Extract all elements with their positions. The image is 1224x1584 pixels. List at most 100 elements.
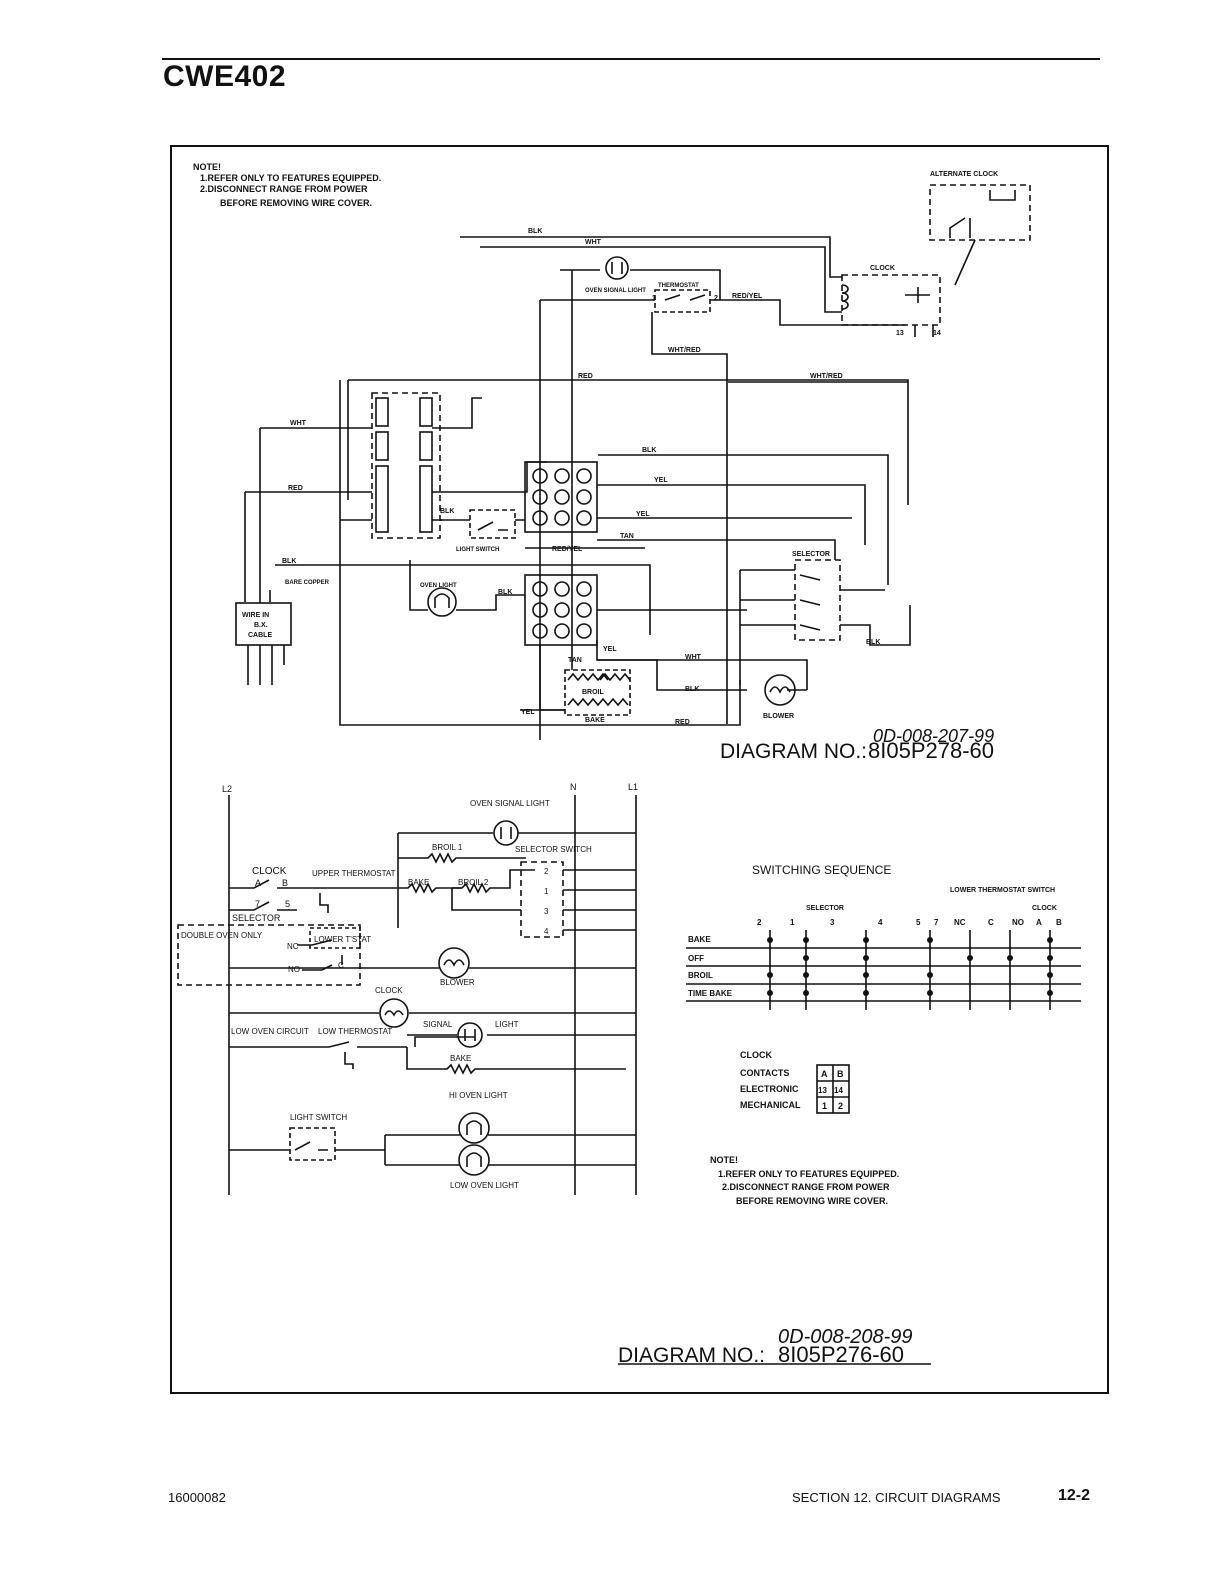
signal-light-schematic-icon — [457, 1022, 483, 1048]
note-bottom-line2: 2.DISCONNECT RANGE FROM POWER — [722, 1182, 890, 1192]
alternate-clock-pointer — [954, 239, 976, 286]
label-signal: SIGNAL — [423, 1020, 453, 1029]
double-oven-only-box — [177, 924, 361, 986]
wire-lower-blk — [596, 640, 807, 691]
model-title: CWE402 — [163, 60, 287, 93]
label-oven-signal-light: OVEN SIGNAL LIGHT — [585, 288, 646, 294]
wire-blk-mid — [275, 564, 651, 635]
label-yel-bottom: YEL — [521, 709, 535, 716]
wire-signal-light — [560, 269, 721, 300]
seq-row-time-bake: TIME BAKE — [688, 989, 733, 998]
selector-wires-left — [740, 569, 795, 626]
clock-box — [841, 274, 941, 326]
clock-contacts-contacts: CONTACTS — [740, 1068, 789, 1078]
seq-row-bake: BAKE — [688, 935, 711, 944]
label-n: N — [570, 782, 577, 792]
seq-col: 7 — [934, 918, 939, 927]
wire-wht-top — [480, 246, 842, 313]
diagram2-code: 0D-008-208-99 — [778, 1326, 913, 1348]
sequence-lower-thermostat-header: LOWER THERMOSTAT SWITCH — [950, 887, 1055, 894]
bake-element-schematic — [398, 882, 461, 894]
diagram2-label: DIAGRAM NO.: — [618, 1344, 765, 1367]
seq-col: NO — [1012, 918, 1024, 927]
signal-light-schematic-filament — [464, 1029, 476, 1041]
note-top-line3: BEFORE REMOVING WIRE COVER. — [220, 198, 372, 208]
rung-bake-low — [406, 1047, 626, 1075]
seq-col: 4 — [878, 918, 883, 927]
label-oven-signal-light-schematic: OVEN SIGNAL LIGHT — [470, 799, 550, 808]
bx-cable-box — [235, 602, 292, 646]
light-switch-contact-icon — [477, 521, 508, 531]
label-upper-thermostat: UPPER THERMOSTAT — [312, 869, 396, 878]
label-selector: SELECTOR — [792, 551, 830, 558]
wire-tan — [597, 539, 836, 560]
oven-light-filament — [434, 593, 450, 608]
seq-row-broil: BROIL — [688, 971, 713, 980]
label-low-oven-light: LOW OVEN LIGHT — [450, 1181, 519, 1190]
label-light-switch: LIGHT SWITCH — [456, 547, 499, 553]
label-a: A — [255, 878, 261, 888]
label-no: NO — [288, 965, 300, 974]
rung-low-thermostat — [229, 1036, 475, 1048]
label-selector-schematic: SELECTOR — [232, 913, 281, 923]
wire-lower-wht — [597, 659, 808, 690]
lower-switch-block — [524, 574, 598, 646]
label-blower: BLOWER — [763, 713, 794, 720]
note-top-heading: NOTE! — [193, 162, 221, 172]
hi-oven-light-filament — [466, 1120, 482, 1135]
label-wht-top: WHT — [585, 239, 602, 246]
blower-schematic-coil — [443, 959, 465, 967]
low-oven-light-icon — [458, 1144, 490, 1176]
label-term-14: 14 — [933, 330, 941, 337]
seq-col: 2 — [757, 918, 762, 927]
diagram2-number: 8I05P276-60 — [778, 1342, 904, 1367]
seq-row-off: OFF — [688, 954, 704, 963]
label-sel-4: 4 — [544, 927, 549, 936]
cc-1: 1 — [822, 1101, 827, 1111]
clock-contacts-table — [816, 1064, 850, 1114]
label-wht-lower: WHT — [685, 654, 702, 661]
label-bare-copper: BARE COPPER — [285, 580, 330, 586]
seq-col: 3 — [830, 918, 835, 927]
selector-wires-right — [840, 589, 911, 646]
label-broil1: BROIL 1 — [432, 843, 463, 852]
wire-blk-right — [598, 454, 889, 585]
clock-contacts-mechanical: MECHANICAL — [740, 1100, 801, 1110]
rung-upper-thermostat — [229, 879, 397, 889]
thermostat-contact-icon — [664, 294, 706, 301]
label-wht-red-mid: WHT/RED — [668, 347, 701, 354]
wire-red-horizontal — [348, 379, 909, 505]
light-switch-box — [469, 509, 516, 539]
bake-element-icon — [567, 697, 629, 707]
clock-schematic-icon — [379, 998, 409, 1028]
label-clock-rung: CLOCK — [375, 986, 403, 995]
label-hi-oven-light: HI OVEN LIGHT — [449, 1091, 508, 1100]
hi-oven-light-icon — [458, 1112, 490, 1144]
upper-thermostat-symbol — [319, 893, 329, 913]
label-low-thermostat: LOW THERMOSTAT — [318, 1027, 392, 1036]
label-blk-mid: BLK — [282, 558, 296, 565]
label-broil2: BROIL 2 — [458, 878, 489, 887]
label-blk-lower: BLK — [498, 589, 512, 596]
clock-contact-icon — [905, 287, 930, 303]
label-b: B — [282, 878, 288, 888]
bx-cable-leads — [247, 645, 285, 685]
alternate-clock-motor-icon — [989, 190, 1016, 201]
note-bottom-heading: NOTE! — [710, 1155, 738, 1165]
clock-terminals — [914, 325, 934, 337]
wire-yel-1 — [597, 484, 866, 545]
label-sel-3: 3 — [544, 907, 549, 916]
sequence-title: SWITCHING SEQUENCE — [752, 863, 891, 877]
wire-wht-left — [260, 397, 482, 429]
signal-light-filament-schematic — [500, 827, 512, 839]
switching-sequence-table — [686, 930, 1081, 1010]
diagram1-code: 0D-008-207-99 — [873, 726, 994, 746]
low-oven-light-filament — [466, 1152, 482, 1167]
label-term-1: 1 — [652, 295, 656, 302]
label-light-switch-schematic: LIGHT SWITCH — [290, 1113, 347, 1122]
note-bottom-line3: BEFORE REMOVING WIRE COVER. — [736, 1196, 888, 1206]
label-wht-left: WHT — [290, 420, 307, 427]
wire-blk-top — [460, 236, 842, 278]
diagram1-label: DIAGRAM NO.: — [720, 740, 867, 763]
label-term-2: 2 — [714, 295, 718, 302]
